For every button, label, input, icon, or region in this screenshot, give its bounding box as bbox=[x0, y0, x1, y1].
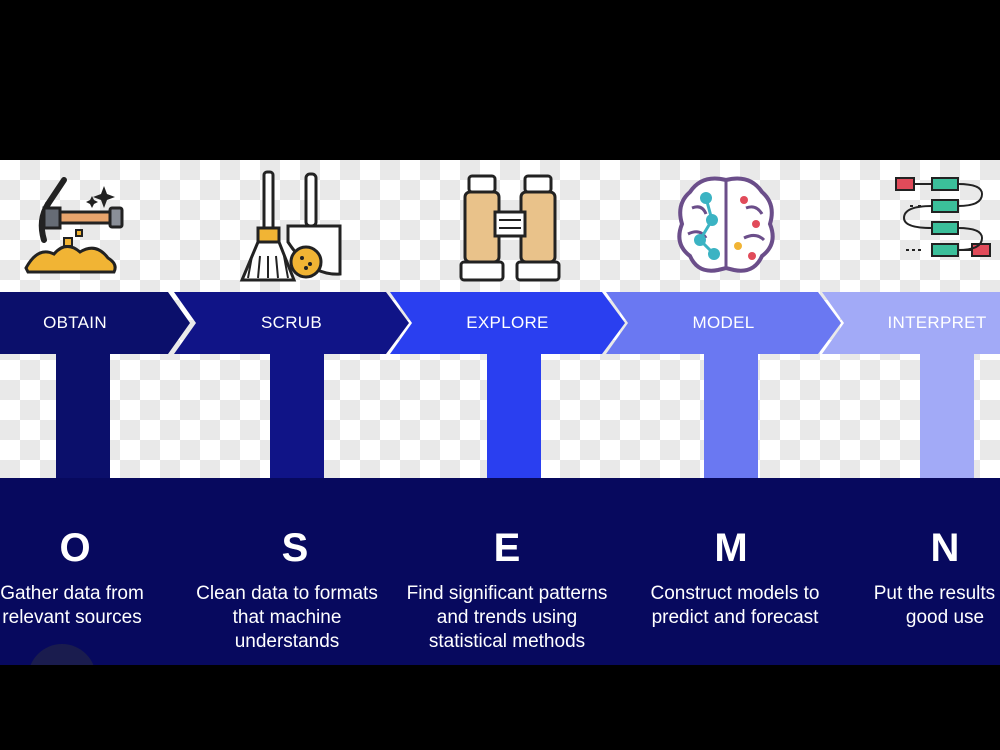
step-explore-letter: E bbox=[493, 526, 521, 570]
step-model-description: Construct models to predict and forecast bbox=[650, 583, 820, 628]
brain-network-icon bbox=[672, 168, 782, 288]
step-scrub-letter: S bbox=[281, 526, 309, 570]
step-interpret-letter: N bbox=[930, 526, 960, 570]
osemn-diagram: OBTAIN SCRUB EXPLORE MODEL INTERPRET O S… bbox=[0, 160, 1000, 665]
step-explore-stem bbox=[487, 350, 541, 485]
step-explore-arrow: EXPLORE bbox=[390, 292, 625, 354]
broom-dustpan-icon bbox=[236, 168, 346, 288]
step-explore-label: EXPLORE bbox=[466, 313, 549, 332]
step-interpret-arrow: INTERPRET bbox=[822, 292, 1000, 354]
flowchart-icon bbox=[892, 168, 1000, 288]
pickaxe-icon bbox=[18, 168, 128, 288]
step-interpret-stem bbox=[920, 350, 974, 485]
step-model-label: MODEL bbox=[692, 313, 755, 332]
decorative-circle bbox=[28, 644, 96, 665]
step-model-stem bbox=[704, 350, 758, 485]
step-scrub-description: Clean data to formats that machine under… bbox=[196, 583, 378, 652]
step-model-arrow: MODEL bbox=[606, 292, 841, 354]
step-scrub-arrow: SCRUB bbox=[174, 292, 409, 354]
step-scrub-label: SCRUB bbox=[260, 313, 322, 332]
step-obtain-stem bbox=[56, 350, 110, 485]
description-band: O S E M N Gather data from relevant sour… bbox=[0, 478, 1000, 665]
step-obtain-letter: O bbox=[59, 526, 91, 570]
step-explore-description: Find significant patterns and trends usi… bbox=[406, 583, 608, 652]
step-obtain-description: Gather data from relevant sources bbox=[0, 583, 144, 628]
step-interpret-label: INTERPRET bbox=[887, 313, 987, 332]
step-obtain-arrow: OBTAIN bbox=[0, 292, 190, 354]
step-interpret-description: Put the results to good use bbox=[873, 583, 1000, 628]
binoculars-icon bbox=[455, 168, 565, 288]
step-model-letter: M bbox=[714, 526, 748, 570]
step-obtain-label: OBTAIN bbox=[43, 313, 107, 332]
step-scrub-stem bbox=[270, 350, 324, 485]
